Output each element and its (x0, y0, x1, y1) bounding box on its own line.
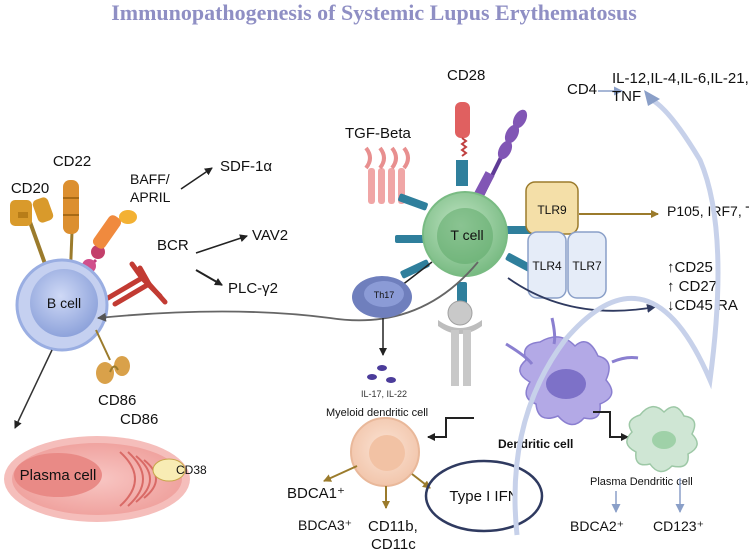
cd27-label: ↑ CD27 (667, 278, 717, 295)
myeloid-dendritic-cell (350, 417, 420, 487)
cd11b-label: CD11b, (368, 518, 418, 535)
il17-label: IL-17, IL-22 (361, 389, 407, 399)
il17-particles (367, 365, 396, 383)
t-cell-label: T cell (450, 227, 483, 243)
baff-receptor (82, 210, 137, 273)
arrow-bcr-plc (195, 269, 223, 286)
t-cell (422, 191, 508, 277)
tlr7-receptor (567, 231, 607, 299)
cytokines-line1: IL-12,IL-4,IL-6,IL-21, (612, 70, 749, 87)
cytokines-line2: TNF (612, 88, 641, 105)
arrow-dc-myeloid (427, 417, 474, 441)
b-cell-label: B cell (47, 295, 81, 311)
tlr4-label: TLR4 (532, 259, 562, 273)
tlr9-label: TLR9 (537, 203, 567, 217)
cd45ra-label: ↓CD45 RA (667, 297, 738, 314)
cd86-label-1: CD86 (98, 392, 136, 409)
arrow-feedback-head (644, 90, 660, 106)
bcr-label: BCR (157, 237, 189, 254)
plasma-dc-label: Plasma Dendritic cell (590, 476, 693, 488)
cd123-label: CD123⁺ (653, 518, 704, 534)
cd4-label: CD4 (567, 81, 597, 98)
cd11c-label: CD11c (371, 536, 416, 552)
arrow-feedback-arc (512, 97, 721, 536)
bcr-receptor (105, 261, 168, 307)
arrow-baff-sdf (180, 167, 213, 190)
tcell-receptor-stubs (395, 193, 536, 308)
plasma-dendritic-cell (626, 406, 698, 473)
tgf-beta-label: TGF-Beta (345, 125, 412, 142)
cd38-label: CD38 (176, 463, 207, 477)
cd4-receptor (473, 109, 528, 201)
baff-label: BAFF/ (130, 171, 170, 187)
arrow-myeloid-bdca1 (323, 465, 358, 482)
type1-ifn-label: Type I IFN (449, 488, 518, 505)
b-cell (15, 258, 109, 352)
cd28-receptor (455, 102, 470, 186)
april-label: APRIL (130, 189, 171, 205)
arrow-bcr-vav2 (195, 234, 248, 254)
bdca3-label: BDCA3⁺ (298, 517, 352, 533)
th17-cell (352, 276, 412, 318)
tlr4-receptor (527, 231, 567, 299)
cd25-label: ↑CD25 (667, 259, 713, 276)
arrow-dc-plasmadc (593, 411, 629, 441)
bdca2-label: BDCA2⁺ (570, 518, 624, 534)
dendritic-cell-label: Dendritic cell (498, 437, 573, 451)
arrow-tcell-bcell (97, 261, 479, 322)
p105-label: P105, IRF7, TAB1 (667, 203, 749, 219)
plasma-cell (4, 436, 190, 522)
cd86-receptor (95, 329, 130, 384)
plc-label: PLC-γ2 (228, 280, 278, 297)
arrow-bcell-plasma (14, 349, 53, 429)
cd20-receptor (10, 197, 60, 301)
sdf-label: SDF-1α (220, 158, 272, 175)
plasma-cell-label: Plasma cell (20, 467, 97, 484)
arrow-tcell-markers (507, 277, 656, 313)
vav2-label: VAV2 (252, 227, 288, 244)
cd22-label: CD22 (53, 153, 91, 170)
tlr7-label: TLR7 (572, 259, 602, 273)
cd20-label: CD20 (11, 180, 49, 197)
diagram-title: Immunopathogenesis of Systemic Lupus Ery… (111, 0, 637, 25)
arrow-myeloid-ifn (411, 473, 431, 489)
cd86-label-2: CD86 (120, 411, 158, 428)
tcell-grey-receptor (438, 300, 482, 386)
cd28-label: CD28 (447, 67, 485, 84)
th17-label: Th17 (374, 290, 395, 300)
bdca1-label: BDCA1⁺ (287, 485, 345, 502)
type1-ifn-ellipse (424, 459, 544, 533)
myeloid-dc-label: Myeloid dendritic cell (326, 407, 428, 419)
dendritic-cell (505, 317, 639, 426)
